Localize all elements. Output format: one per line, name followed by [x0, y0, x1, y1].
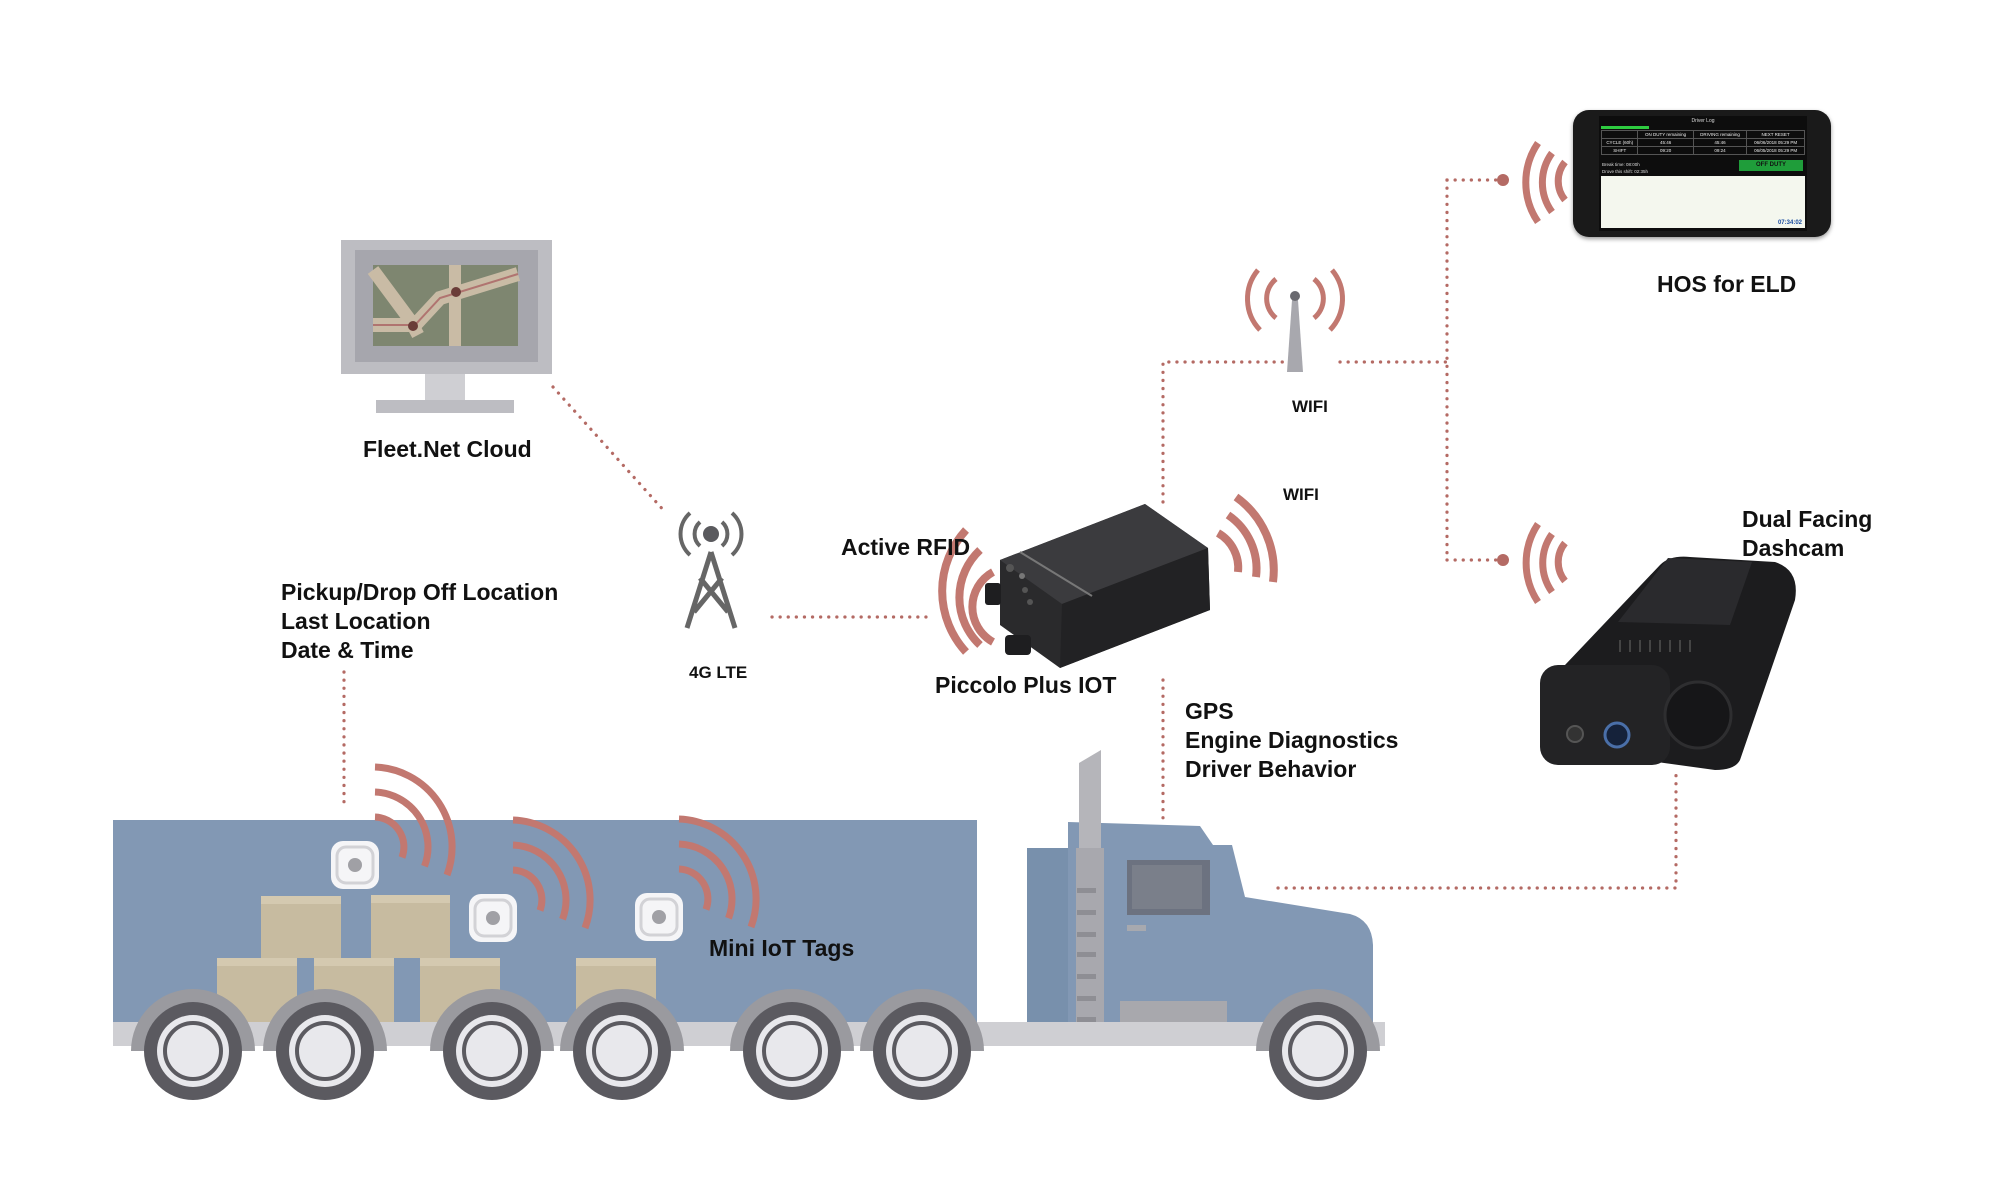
eld-table-cell: CYCLE (60h) — [1600, 138, 1639, 147]
eld-log-graph: 07:34:02 — [1601, 176, 1805, 228]
wheel — [263, 989, 387, 1100]
eld-off-duty-button[interactable]: OFF DUTY — [1739, 160, 1803, 171]
dashcam-label: Dual Facing Dashcam — [1742, 505, 1872, 563]
eld-table-cell: 06/06/2018 05:29 PM — [1746, 138, 1805, 147]
eld-signal-icon — [1522, 141, 1568, 224]
wheel — [430, 989, 554, 1100]
dashcam-icon — [1540, 556, 1796, 770]
eld-table-header — [1600, 130, 1639, 139]
iot-tag-icon — [331, 841, 379, 889]
eld-drove-shift: Drove this shift: 02:35h — [1602, 169, 1649, 174]
cell-tower-icon — [678, 511, 744, 629]
eld-table-cell: 06/05/2018 05:29 PM — [1746, 146, 1805, 155]
mini-iot-tags — [331, 763, 760, 942]
tower-label: 4G LTE — [689, 663, 748, 682]
cloud-label: Fleet.Net Cloud — [363, 436, 532, 462]
trailer — [113, 820, 977, 1022]
eld-status-bar — [1601, 126, 1649, 129]
wheels — [131, 989, 1380, 1100]
tag-signal-icon — [512, 816, 594, 930]
device-info-item: Engine Diagnostics — [1185, 727, 1399, 753]
eld-total-time: 07:34:02 — [1777, 220, 1802, 226]
tag-info-item: Pickup/Drop Off Location — [281, 579, 559, 605]
wheel — [1256, 989, 1380, 1100]
wifi-router-icon — [1245, 268, 1345, 372]
eld-table-cell: 45:46 — [1692, 138, 1748, 147]
iot-tag-icon — [469, 894, 517, 942]
eld-table-cell: 45:46 — [1637, 138, 1694, 147]
wheel — [860, 989, 984, 1100]
wheel — [730, 989, 854, 1100]
eld-table-header: NEXT RESET — [1746, 130, 1805, 139]
device-label: Piccolo Plus IOT — [935, 672, 1117, 698]
tag-signal-icon — [374, 763, 456, 877]
connectors — [342, 178, 1678, 890]
monitor-icon — [341, 240, 552, 413]
device-info-list: GPS Engine Diagnostics Driver Behavior — [1185, 697, 1398, 784]
iot-tag-icon — [635, 893, 683, 941]
rfid-label: Active RFID — [841, 534, 971, 560]
eld-label: HOS for ELD — [1657, 271, 1797, 297]
connector-dot-dashcam — [1497, 554, 1509, 566]
tags-label: Mini IoT Tags — [709, 935, 855, 961]
connector-truck-dashcam — [1276, 770, 1678, 890]
connector-device-wifi — [1161, 360, 1285, 504]
eld-table-header: DRIVING remaining — [1692, 130, 1748, 139]
truck-cab — [1027, 750, 1373, 1041]
rfid-signal-icon — [938, 527, 996, 655]
wifi-router-label: WIFI — [1292, 397, 1328, 416]
eld-break-time: Break time: 08:00h — [1602, 162, 1640, 167]
connector-dot-eld — [1497, 174, 1509, 186]
tag-info-item: Last Location — [281, 608, 431, 634]
eld-table-cell: 09:20 — [1637, 146, 1694, 155]
exhaust-stack — [1079, 750, 1101, 848]
eld-duty-table: ON DUTY remaining DRIVING remaining NEXT… — [1600, 130, 1805, 155]
wifi-device-label: WIFI — [1283, 485, 1319, 504]
device-wifi-signal-icon — [1215, 493, 1278, 583]
eld-table-cell: SHIFT — [1600, 146, 1639, 155]
tag-info-item: Date & Time — [281, 637, 414, 663]
piccolo-device-icon — [985, 504, 1210, 668]
connector-cloud-tower — [551, 385, 668, 515]
wheel — [560, 989, 684, 1100]
tag-info-list: Pickup/Drop Off Location Last Location D… — [281, 578, 558, 665]
dashcam-label-line2: Dashcam — [1742, 535, 1845, 561]
eld-table-header: ON DUTY remaining — [1637, 130, 1694, 139]
eld-screen: Driver Log ON DUTY remaining DRIVING rem… — [1599, 116, 1807, 231]
eld-phone: Driver Log ON DUTY remaining DRIVING rem… — [1573, 110, 1831, 237]
tag-signal-icon — [678, 815, 760, 929]
wheel — [131, 989, 255, 1100]
dashcam-label-line1: Dual Facing — [1742, 506, 1873, 532]
dashcam-signal-icon — [1522, 522, 1568, 604]
eld-table-cell: 09:24 — [1692, 146, 1748, 155]
device-info-item: Driver Behavior — [1185, 756, 1357, 782]
eld-screen-title: Driver Log — [1691, 118, 1715, 124]
device-info-item: GPS — [1185, 698, 1234, 724]
